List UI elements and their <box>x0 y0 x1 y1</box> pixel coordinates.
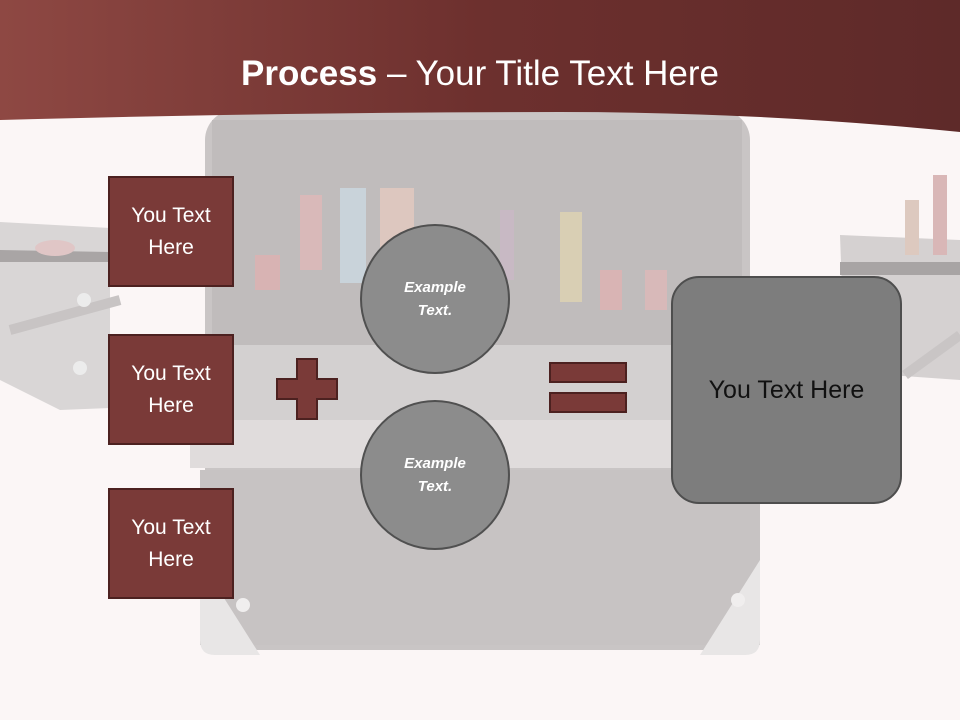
example-circle-2[interactable]: Example Text. <box>360 400 510 550</box>
text-box-2[interactable]: You Text Here <box>108 334 234 445</box>
equals-icon-top-bar <box>549 362 627 383</box>
text-box-3[interactable]: You Text Here <box>108 488 234 599</box>
title-banner <box>0 0 960 132</box>
circle-label: Example Text. <box>404 279 466 319</box>
text-box-label: You Text Here <box>131 361 211 417</box>
plus-icon <box>276 358 338 420</box>
title-bold: Process <box>241 54 378 93</box>
result-box[interactable]: You Text Here <box>671 276 902 504</box>
text-box-label: You Text Here <box>131 515 211 571</box>
example-circle-1[interactable]: Example Text. <box>360 224 510 374</box>
page-title: Process – Your Title Text Here <box>0 52 960 96</box>
result-label: You Text Here <box>708 376 865 404</box>
title-rest: – Your Title Text Here <box>377 54 719 93</box>
text-box-label: You Text Here <box>131 203 211 259</box>
text-box-1[interactable]: You Text Here <box>108 176 234 287</box>
circle-label: Example Text. <box>404 455 466 495</box>
equals-icon-bottom-bar <box>549 392 627 413</box>
